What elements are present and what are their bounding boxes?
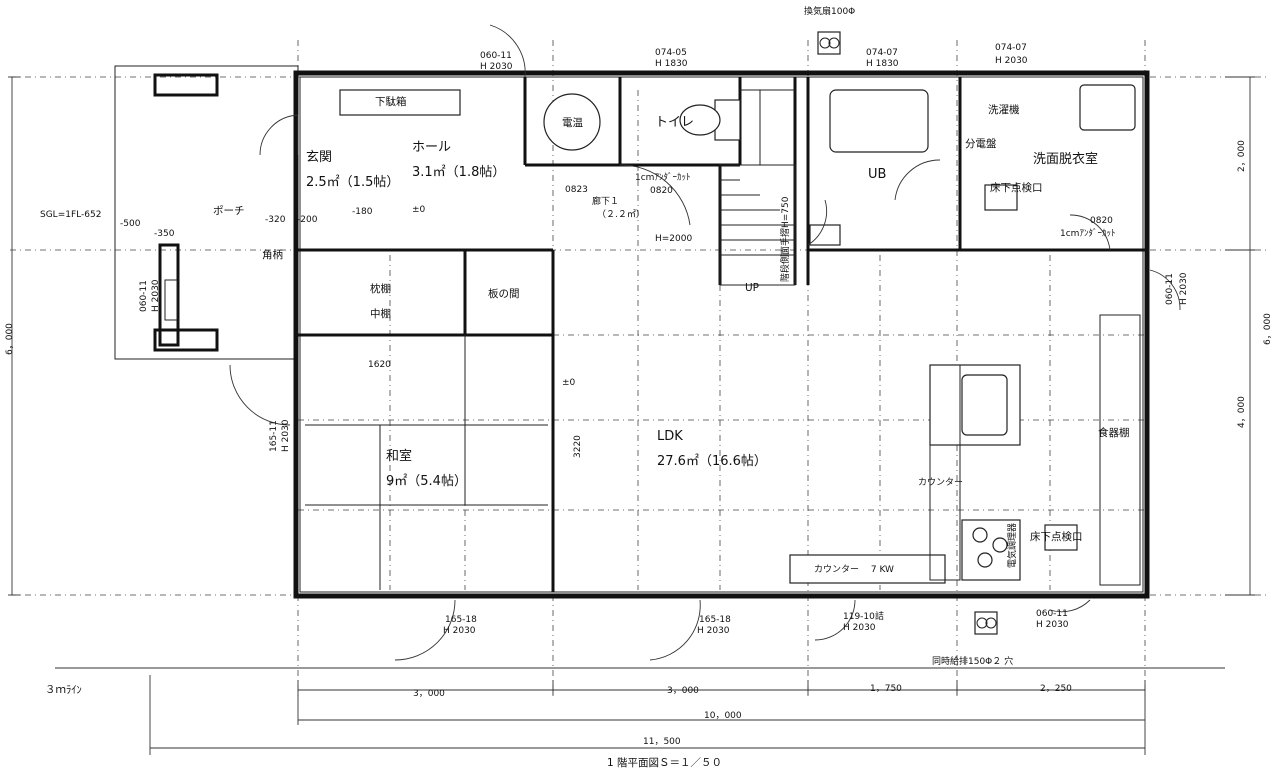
label-win-s2-h: H 2030 [697,626,730,636]
label-win-e1-h: H 2030 [1179,272,1189,305]
label-dim-1750: 1，750 [870,684,902,694]
label-cm-under2: 1cmｱﾝﾀﾞｰｶｯﾄ [1060,228,1115,239]
label-lv-0b: ±0 [562,378,576,388]
label-washitsu: 和室 [386,448,412,464]
label-doji: 同時給排150Φ２ 穴 [932,655,1013,667]
label-makura: 枕棚 [370,282,391,295]
label-ub: UB [868,167,886,182]
label-washitsu-area: 9㎡（5.4帖） [386,474,467,489]
label-kado: 角柄 [262,248,283,261]
label-counter2: カウンター 7 KW [814,564,894,575]
label-genkan-area: 2.5㎡（1.5帖） [306,175,399,190]
label-nakadana: 中棚 [370,307,391,320]
label-win-s4: 060-11 [1036,609,1068,619]
label-d3220: 3220 [573,435,583,458]
label-dim-2250: 2，250 [1040,684,1072,694]
staircase [719,89,796,286]
label-getabako: 下駄箱 [375,95,407,108]
label-counter1: カウンター [918,477,963,488]
label-rouka-area: （２.２㎡） [597,209,645,220]
porch-area [114,65,299,360]
label-win-genkan-h: H 2030 [480,62,513,72]
label-d0823: 0823 [565,185,588,195]
label-ldk: LDK [657,429,683,444]
label-win-w1-h: H 2030 [151,279,161,312]
label-dim-3000a: 3，000 [413,689,445,699]
label-porch: ポーチ [213,205,245,217]
doors [229,24,1181,661]
label-yukashita1: 床下点検口 [990,181,1043,194]
label-win-s2: 165-18 [699,615,731,625]
label-win-s3-h: H 2030 [843,623,876,633]
label-sgl: SGL=1FL-652 [40,210,101,220]
label-denon: 電温 [562,117,583,129]
sheet-title: 1 階平面図Ｓ＝１／５０ [607,757,722,769]
label-dim-11500: 11，500 [643,737,681,747]
label-rouka: 廊下１ [592,195,619,207]
label-dim-10000: 10，000 [704,711,742,721]
label-line3m: ３ｍﾗｲﾝ [45,684,82,696]
label-win-w2-h: H 2030 [281,419,291,452]
grid-lines [10,40,1270,700]
label-win-e1: 060-11 [1165,273,1175,305]
label-win-ub: 074-07 [866,48,898,58]
dimension-lines [8,76,1255,755]
label-shokki: 食器棚 [1098,426,1130,439]
label-lv-m350: -350 [154,229,175,239]
label-dim-2000: 2，000 [1237,140,1247,172]
label-win-sen-h: H 2030 [995,56,1028,66]
label-dim-6000r: 6，000 [1263,313,1273,345]
label-genkan: 玄関 [306,150,332,165]
fixtures [339,31,1141,635]
label-win-s1: 165-18 [445,615,477,625]
label-dim-6000l: 6，000 [5,323,15,355]
label-h2000: H=2000 [655,234,692,244]
label-win-sen: 074-07 [995,43,1027,53]
label-win-ub-h: H 1830 [866,59,899,69]
label-win-genkan: 060-11 [480,51,512,61]
label-denki: 電気調理器 [1006,523,1018,568]
label-cm-under1: 1cmｱﾝﾀﾞｰｶｯﾄ [635,172,690,183]
label-win-s1-h: H 2030 [443,626,476,636]
label-win-s4-h: H 2030 [1036,620,1069,630]
label-lv-0a: ±0 [412,205,426,215]
label-d1620: 1620 [368,360,391,370]
label-ldk-area: 27.6㎡（16.6帖） [657,454,767,469]
label-dim-3000b: 3，000 [667,686,699,696]
label-hall: ホール [412,140,451,155]
label-lv-m320: -320 [265,215,286,225]
label-stair-rail: 階段側面手摺H=750 [779,196,791,282]
label-lv-m200: -200 [297,215,318,225]
interior-walls [298,77,1145,592]
label-senmen: 洗面脱衣室 [1033,151,1098,167]
label-win-toilet-h: H 1830 [655,59,688,69]
label-d0820b: 0820 [1090,216,1113,226]
label-lv-m180: -180 [352,207,373,217]
label-hall-area: 3.1㎡（1.8帖） [412,165,505,180]
label-win-s3: 119-10詰 [843,610,884,622]
label-yukashita2: 床下点検口 [1030,530,1083,543]
label-d0820a: 0820 [650,186,673,196]
label-bunden: 分電盤 [965,137,997,150]
label-win-toilet: 074-05 [655,48,687,58]
label-sentaku: 洗濯機 [988,103,1020,116]
label-dim-4000: 4，000 [1237,396,1247,428]
label-toilet: トイレ [655,115,694,130]
label-kanki-top: 換気扇100Φ [804,5,855,17]
label-itanoma: 板の間 [488,287,520,300]
label-win-w2: 165-11 [269,420,279,452]
label-up: UP [745,282,759,294]
room-labels: 換気扇100Φ 060-11 H 2030 074-05 H 1830 074-… [5,5,1273,769]
label-lv-m500: -500 [120,219,141,229]
label-win-w1: 060-11 [139,280,149,312]
